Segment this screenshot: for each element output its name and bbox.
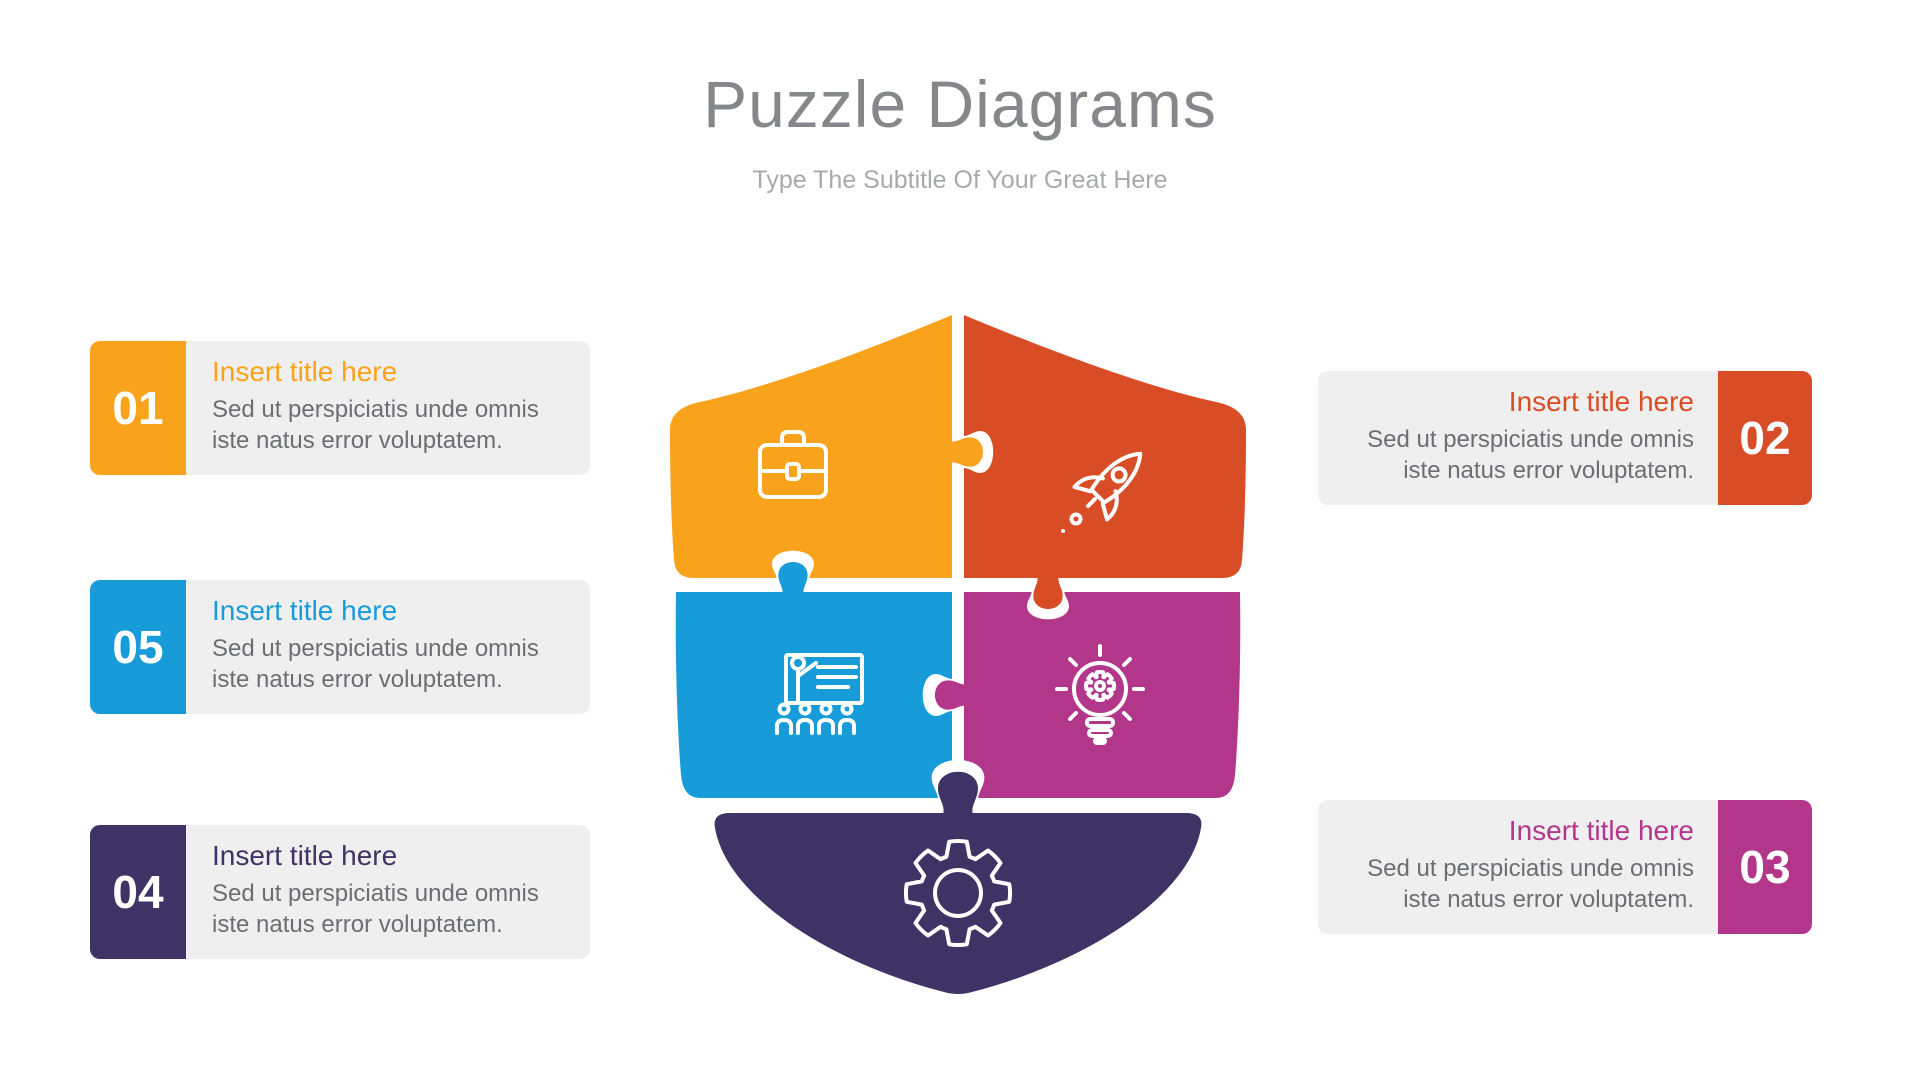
audience: [775, 702, 856, 735]
card-03-title: Insert title here: [1508, 815, 1694, 846]
rocket-icon: [1061, 451, 1143, 533]
card-03: Insert title here Sed ut perspiciatis un…: [1318, 800, 1812, 934]
card-04: 04 Insert title here Sed ut perspiciatis…: [90, 825, 590, 959]
knob-blue-up: [776, 562, 810, 601]
card-03-number: 03: [1718, 800, 1812, 934]
bulb-rays: [1055, 644, 1145, 721]
card-03-body: Sed ut perspiciatis unde omnis iste natu…: [1367, 855, 1694, 913]
page-subtitle: Type The Subtitle Of Your Great Here: [752, 166, 1168, 194]
knob-red-down: [1031, 570, 1065, 609]
presentation-icon: [775, 653, 864, 735]
card-04-body: Sed ut perspiciatis unde omnis iste natu…: [212, 880, 539, 938]
card-05-body: Sed ut perspiciatis unde omnis iste natu…: [212, 635, 539, 693]
card-01-title: Insert title here: [212, 356, 398, 387]
knob-yellow-right: [944, 435, 983, 469]
puzzle-piece-middle-left: [675, 592, 952, 798]
card-02: Insert title here Sed ut perspiciatis un…: [1318, 371, 1812, 505]
puzzle-shield: [670, 315, 1246, 994]
idea-bulb-icon: [1055, 644, 1145, 745]
briefcase-icon: [758, 430, 828, 499]
card-02-body: Sed ut perspiciatis unde omnis iste natu…: [1367, 426, 1694, 484]
card-01-body: Sed ut perspiciatis unde omnis iste natu…: [212, 396, 539, 454]
puzzle-piece-top-right: [964, 315, 1246, 578]
card-05-title: Insert title here: [212, 595, 398, 626]
card-05-number: 05: [90, 580, 186, 714]
card-04-number: 04: [90, 825, 186, 959]
card-04-title: Insert title here: [212, 840, 398, 871]
card-02-number: 02: [1718, 371, 1812, 505]
gear-icon: [903, 838, 1013, 948]
card-01-number: 01: [90, 341, 186, 475]
knob-purple-up: [936, 771, 980, 821]
card-05: 05 Insert title here Sed ut perspiciatis…: [90, 580, 590, 714]
header: Puzzle Diagrams Type The Subtitle Of You…: [0, 0, 1920, 195]
card-01: 01 Insert title here Sed ut perspiciatis…: [90, 341, 590, 475]
puzzle-piece-bottom: [714, 813, 1202, 994]
page-title: Puzzle Diagrams: [703, 67, 1217, 141]
card-02-title: Insert title here: [1508, 386, 1694, 417]
knob-magenta-left: [935, 678, 974, 712]
